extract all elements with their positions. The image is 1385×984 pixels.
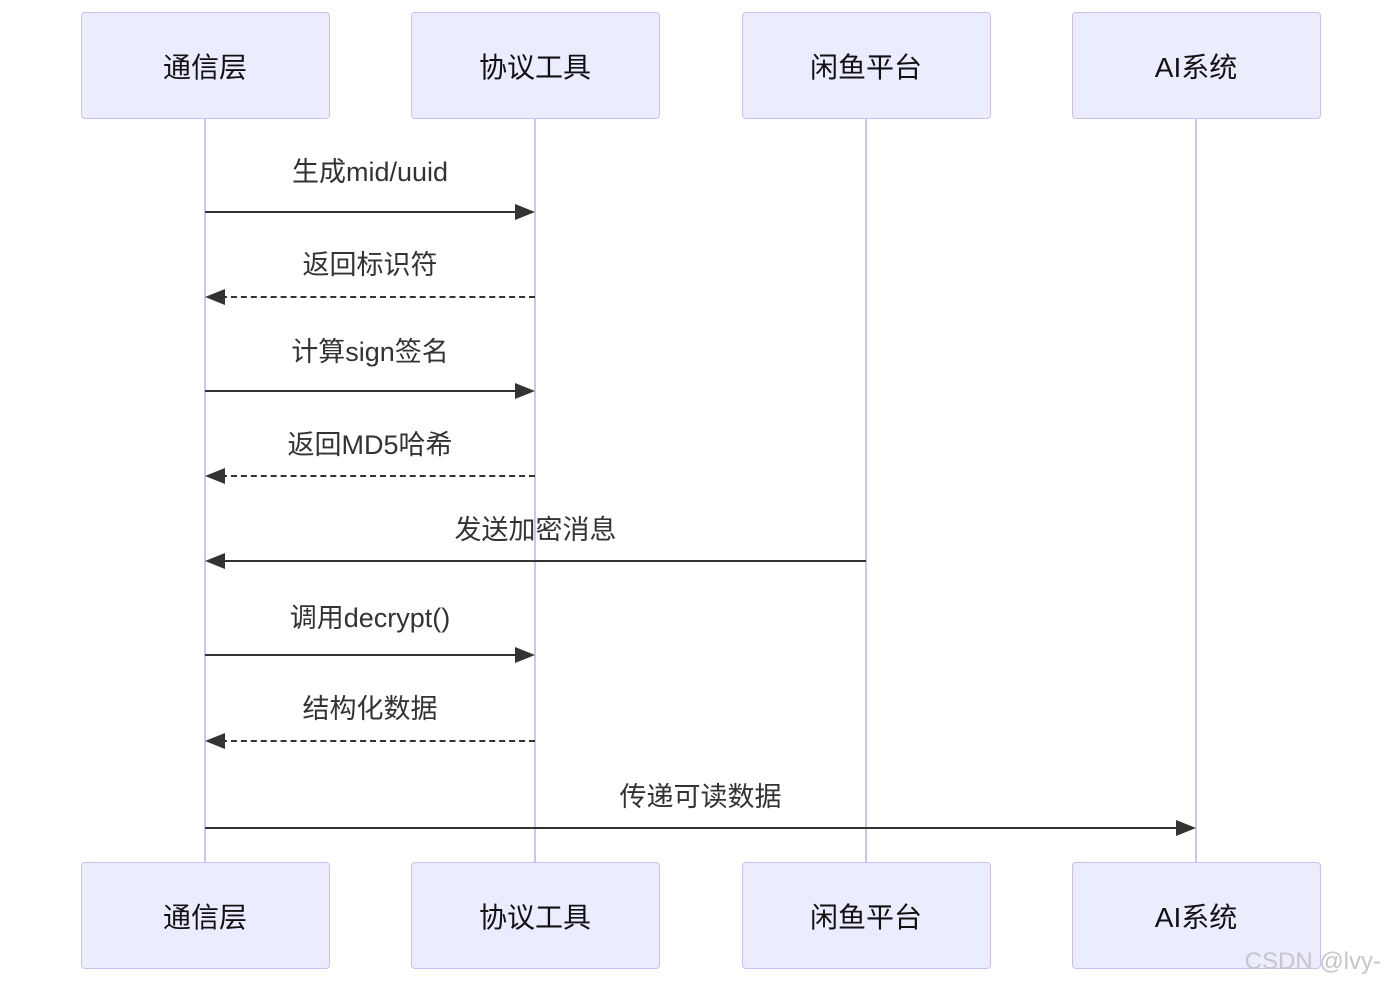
actor-top-proto: 协议工具 (410, 12, 660, 119)
lifeline-proto (534, 119, 536, 862)
message-label: 生成mid/uuid (291, 157, 449, 187)
arrowhead-icon (205, 733, 225, 749)
message-label: 传递可读数据 (619, 782, 782, 812)
message-label: 发送加密消息 (454, 515, 617, 545)
watermark: CSDN @lvy- (1244, 948, 1381, 975)
message-line (221, 740, 535, 742)
message-label: 结构化数据 (302, 694, 438, 724)
message-label: 返回标识符 (302, 250, 438, 280)
message-line (221, 296, 535, 298)
message-line (205, 211, 519, 213)
lifeline-comm (204, 119, 206, 862)
message-line (205, 654, 519, 656)
actor-top-ai: AI系统 (1071, 12, 1321, 119)
arrowhead-icon (515, 647, 535, 663)
message-line (205, 390, 519, 392)
actor-bottom-proto: 协议工具 (410, 862, 660, 969)
arrowhead-icon (205, 468, 225, 484)
arrowhead-icon (515, 383, 535, 399)
message-label: 计算sign签名 (291, 337, 449, 367)
actor-bottom-xianyu: 闲鱼平台 (741, 862, 991, 969)
lifeline-ai (1195, 119, 1197, 862)
message-line (221, 475, 535, 477)
arrowhead-icon (515, 204, 535, 220)
message-line (205, 827, 1180, 829)
actor-bottom-comm: 通信层 (80, 862, 330, 969)
message-label: 调用decrypt() (289, 603, 451, 633)
message-line (221, 560, 866, 562)
actor-top-xianyu: 闲鱼平台 (741, 12, 991, 119)
lifeline-xianyu (865, 119, 867, 862)
arrowhead-icon (205, 553, 225, 569)
actor-bottom-ai: AI系统 (1071, 862, 1321, 969)
arrowhead-icon (205, 289, 225, 305)
arrowhead-icon (1176, 820, 1196, 836)
actor-top-comm: 通信层 (80, 12, 330, 119)
message-label: 返回MD5哈希 (287, 430, 453, 460)
